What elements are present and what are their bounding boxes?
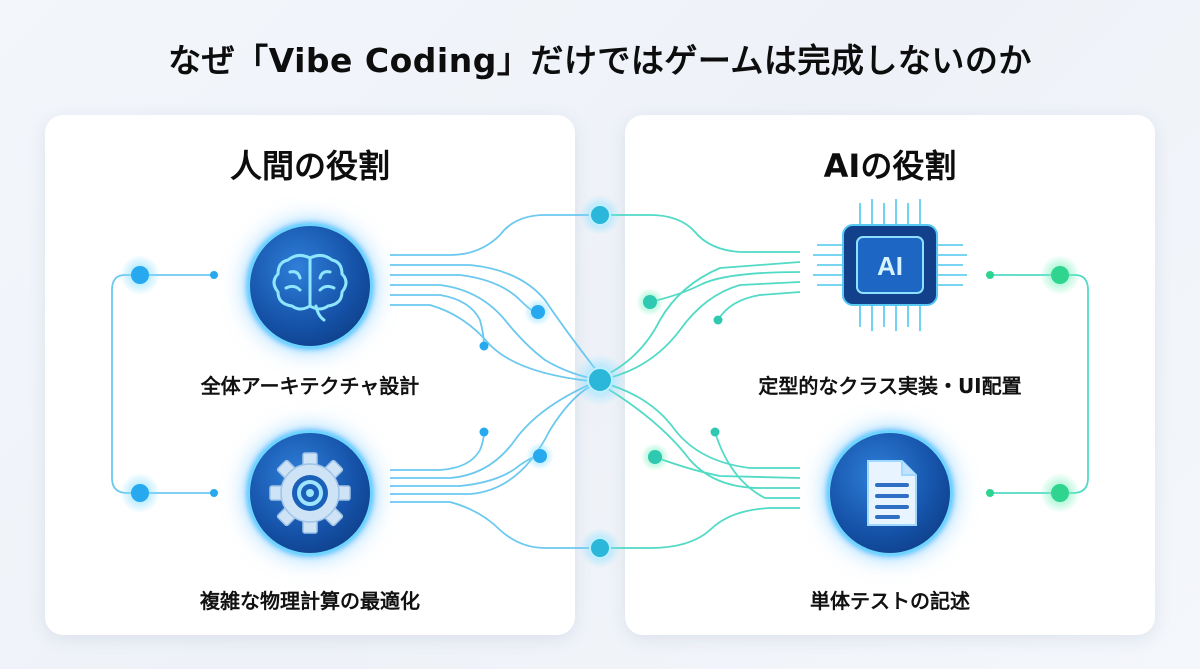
node bbox=[589, 204, 611, 226]
node bbox=[210, 489, 218, 497]
node bbox=[589, 537, 611, 559]
node bbox=[479, 341, 489, 351]
human-item-label-architecture: 全体アーキテクチャ設計 bbox=[200, 374, 420, 398]
node bbox=[710, 427, 720, 437]
ai-wires bbox=[599, 214, 1089, 549]
ai-chip-icon: AI bbox=[805, 195, 975, 335]
connection-nodes bbox=[131, 204, 1069, 559]
node bbox=[210, 271, 218, 279]
human-item-label-physics: 複雑な物理計算の最適化 bbox=[200, 589, 420, 613]
node bbox=[713, 315, 723, 325]
node bbox=[648, 450, 662, 464]
human-wires bbox=[111, 214, 601, 549]
node bbox=[986, 271, 994, 279]
node bbox=[1051, 266, 1069, 284]
document-icon bbox=[827, 430, 953, 556]
node bbox=[531, 305, 545, 319]
ai-role-heading: AIの役割 bbox=[823, 147, 957, 185]
node bbox=[1051, 484, 1069, 502]
node bbox=[131, 484, 149, 502]
node bbox=[587, 367, 613, 393]
ai-item-label-unit-test: 単体テストの記述 bbox=[810, 589, 970, 613]
node bbox=[131, 266, 149, 284]
ai-item-label-class-ui: 定型的なクラス実装・UI配置 bbox=[758, 374, 1022, 398]
brain-icon bbox=[247, 223, 373, 349]
node bbox=[643, 295, 657, 309]
human-role-heading: 人間の役割 bbox=[229, 147, 390, 185]
node bbox=[479, 427, 489, 437]
node bbox=[986, 489, 994, 497]
gear-icon bbox=[247, 430, 373, 556]
page-title: なぜ「Vibe Coding」だけではゲームは完成しないのか bbox=[168, 41, 1032, 80]
chip-text: AI bbox=[877, 251, 903, 281]
node bbox=[533, 449, 547, 463]
